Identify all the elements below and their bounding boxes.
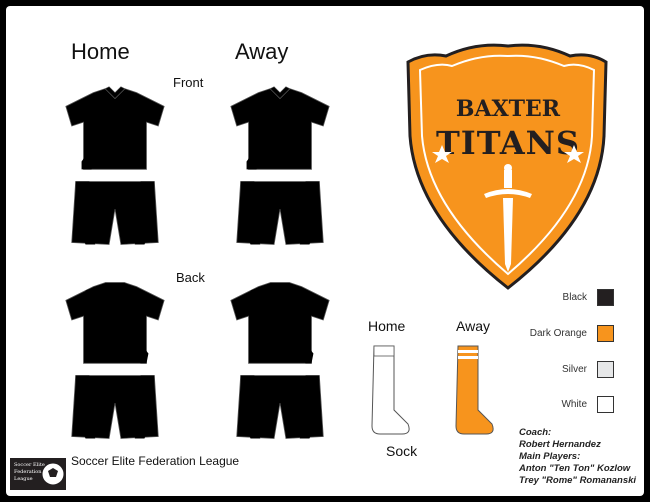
color-label-0: Black <box>562 292 587 303</box>
color-label-2: Silver <box>561 364 587 375</box>
home-shirt-front <box>65 86 165 170</box>
home-sock <box>371 345 410 435</box>
star-right-icon <box>564 145 584 163</box>
away-shirt-back <box>230 282 330 364</box>
league-logo: Soccer Elite Federation League <box>10 458 66 490</box>
color-swatch-1 <box>597 325 614 342</box>
league-logo-line-1: Soccer Elite <box>14 462 45 468</box>
home-shorts-front <box>71 181 159 245</box>
crest-line-titans: TITANS <box>436 124 580 162</box>
away-heading: Away <box>235 39 289 64</box>
players-heading: Main Players: <box>519 451 581 462</box>
sock-home-label: Home <box>368 318 406 334</box>
home-shirt-back <box>65 282 165 364</box>
color-swatch-2 <box>597 361 614 378</box>
color-label-3: White <box>561 399 587 410</box>
player-1: Anton "Ten Ton" Kozlow <box>519 463 631 474</box>
away-shirt-front <box>230 86 330 170</box>
away-shorts-back <box>236 375 324 439</box>
league-logo-line-2: Federation <box>14 469 42 475</box>
sock-away-label: Away <box>456 318 490 334</box>
away-shorts-front <box>236 181 324 245</box>
sword-icon <box>484 164 532 272</box>
star-left-icon <box>432 145 452 163</box>
color-label-1: Dark Orange <box>529 328 587 339</box>
coach-heading: Coach: <box>519 427 552 438</box>
color-swatch-3 <box>597 396 614 413</box>
league-logo-line-3: League <box>14 476 33 482</box>
player-2: Trey "Rome" Romananski <box>519 475 637 486</box>
roster-block: Coach: Robert Hernandez Main Players: An… <box>519 427 636 487</box>
color-swatch-0 <box>597 289 614 306</box>
kits-illustration: .home .base { fill:#fff; } .home .collar… <box>10 43 608 490</box>
sock-label: Sock <box>386 443 418 459</box>
crest-line-baxter: BAXTER <box>456 96 561 122</box>
front-heading: Front <box>173 75 204 90</box>
uniform-sheet: Home Away Front Back <box>6 6 644 496</box>
home-shorts-back <box>71 375 159 439</box>
league-name: Soccer Elite Federation League <box>71 454 240 468</box>
coach-name: Robert Hernandez <box>519 439 601 450</box>
back-heading: Back <box>176 270 205 285</box>
team-crest: BAXTER TITANS <box>406 43 608 290</box>
away-sock <box>455 345 494 435</box>
home-heading: Home <box>71 39 130 64</box>
